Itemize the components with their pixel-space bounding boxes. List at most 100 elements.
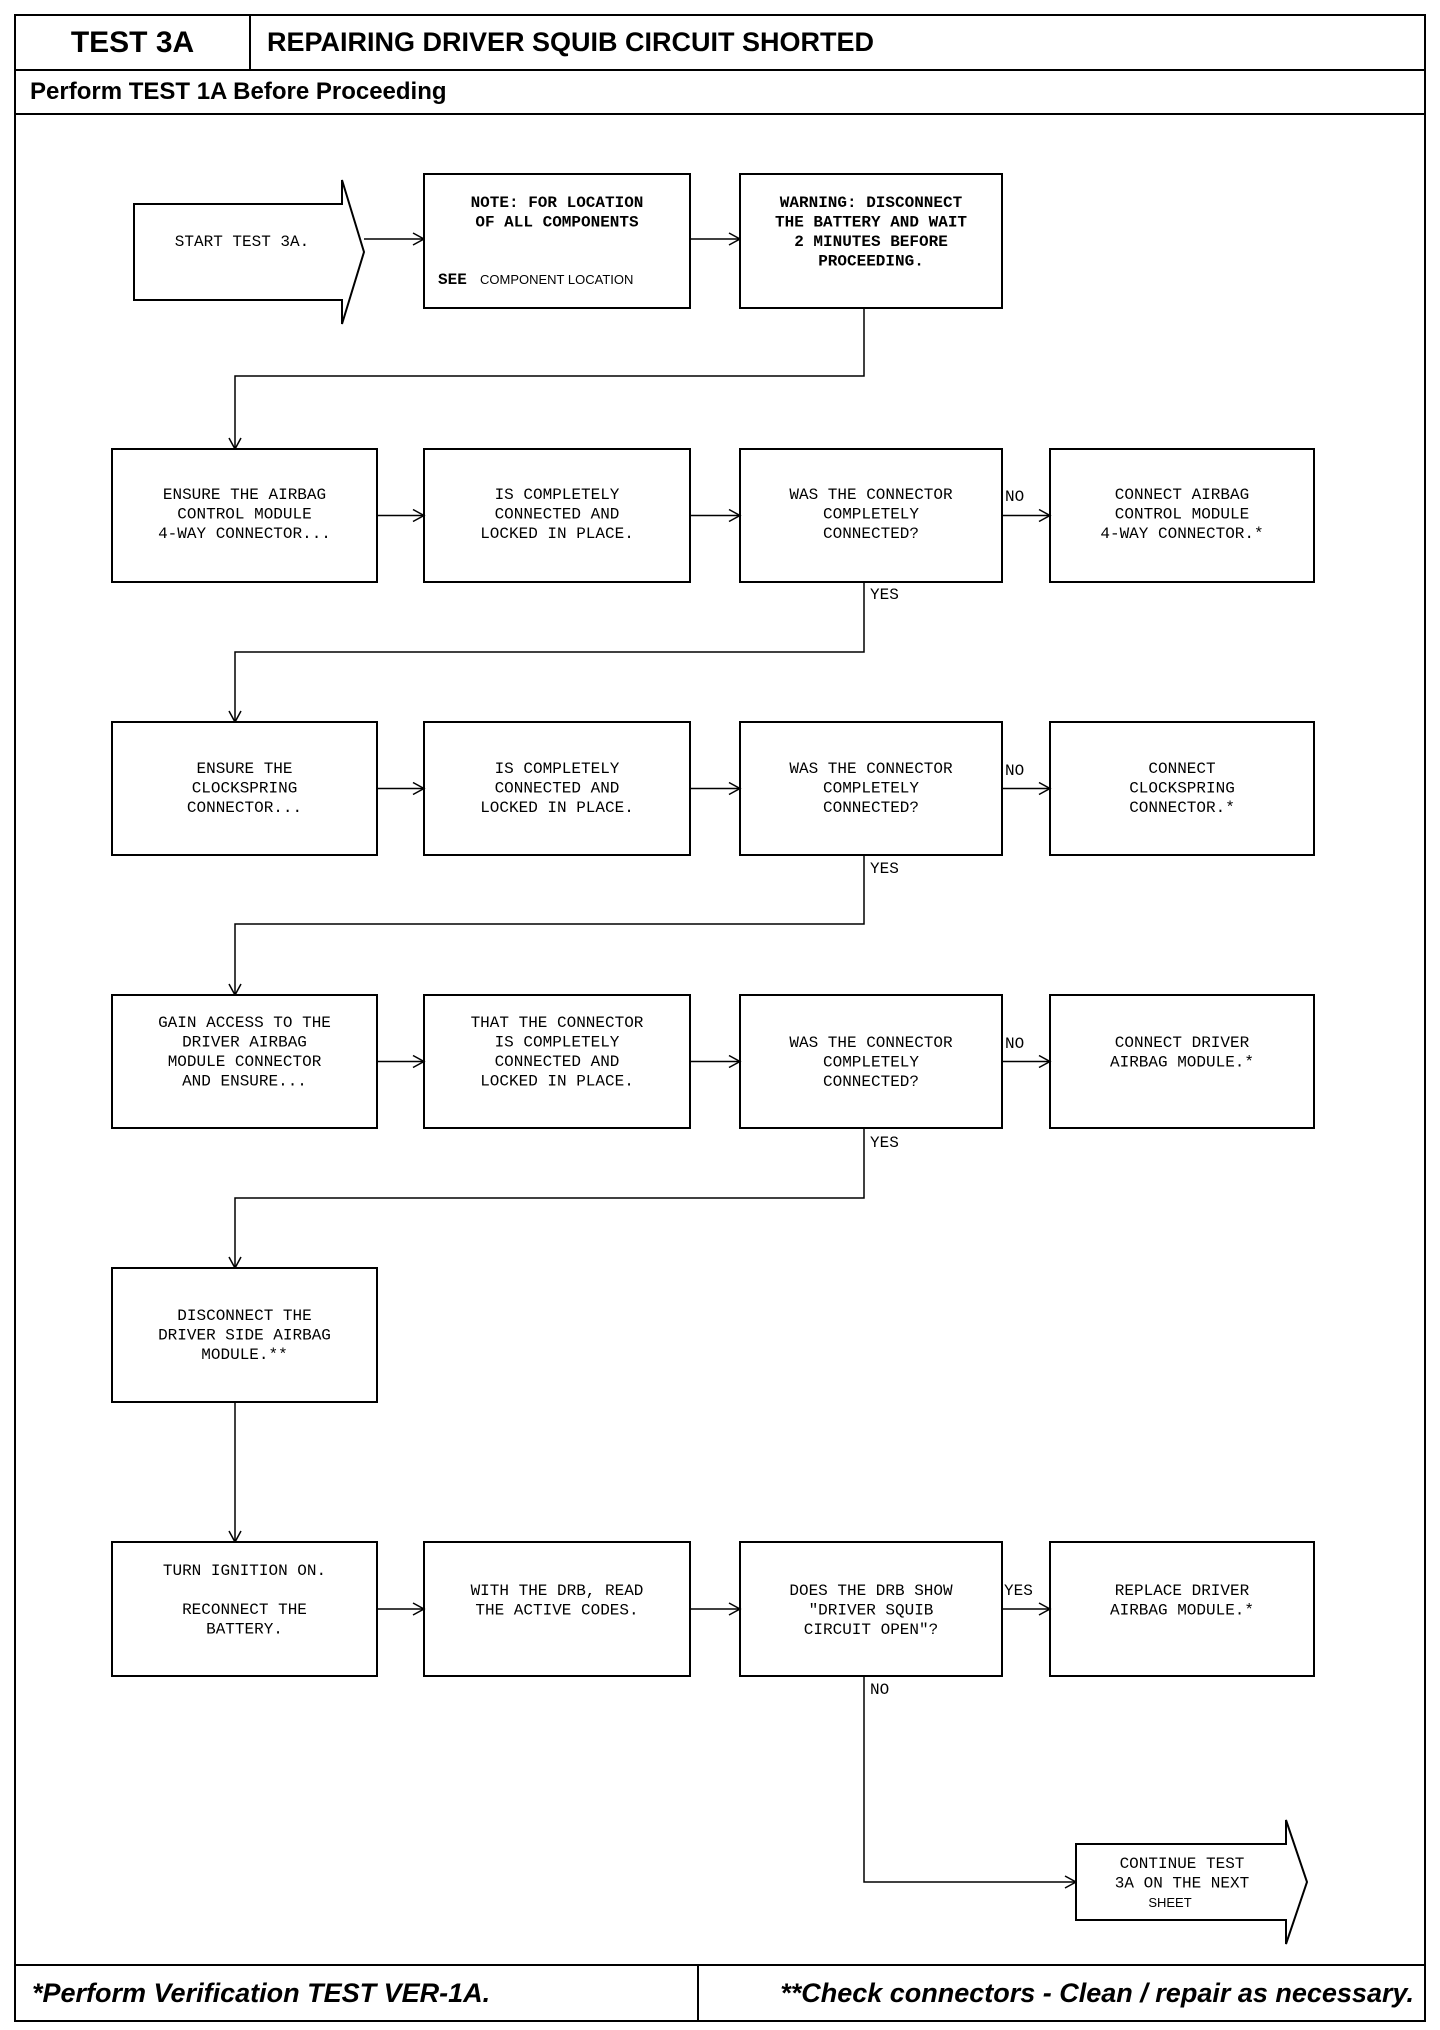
box-text-line: WAS THE CONNECTOR bbox=[789, 486, 953, 504]
box-text-line: 2 MINUTES BEFORE bbox=[794, 233, 948, 251]
box-text-line: THE BATTERY AND WAIT bbox=[775, 214, 967, 232]
box-text-line: MODULE.** bbox=[201, 1346, 287, 1364]
connector bbox=[234, 308, 865, 449]
box-text-line: PROCEEDING. bbox=[818, 253, 924, 271]
box-text-line: BATTERY. bbox=[206, 1621, 283, 1639]
flowchart: START TEST 3A. NOTE: FOR LOCATION OF ALL C… bbox=[111, 173, 1315, 1945]
continue-test-arrow bbox=[1075, 1819, 1309, 1945]
disconnect-airbag-box: DISCONNECT THE DRIVER SIDE AIRBAGMODULE.*… bbox=[111, 1267, 378, 1403]
box-text-line: DISCONNECT THE bbox=[177, 1307, 311, 1325]
box-text-line: DRIVER AIRBAG bbox=[182, 1034, 307, 1052]
box-text-line: START TEST 3A. bbox=[175, 233, 309, 251]
box-text-line: THAT THE CONNECTOR bbox=[471, 1014, 644, 1032]
arrowhead bbox=[412, 508, 426, 523]
arrowhead bbox=[728, 1054, 742, 1069]
box-text-line: IS COMPLETELY bbox=[495, 760, 620, 778]
no-label: NO bbox=[1005, 1035, 1024, 1053]
box-text-line: CONNECT DRIVER bbox=[1115, 1034, 1250, 1052]
box-text-line: AIRBAG MODULE.* bbox=[1110, 1054, 1254, 1072]
box-text-line: "DRIVER SQUIB bbox=[809, 1602, 934, 1620]
box-text-line: NOTE: FOR LOCATION bbox=[471, 194, 644, 212]
box-text-line: ENSURE THE AIRBAG bbox=[163, 486, 326, 504]
yes-label: YES bbox=[870, 1134, 899, 1152]
connector-locked-box: THAT THE CONNECTOR IS COMPLETELYCONNECTED… bbox=[423, 994, 691, 1129]
box-text-line: WITH THE DRB, READ bbox=[471, 1582, 644, 1600]
box-text-line: LOCKED IN PLACE. bbox=[480, 1073, 634, 1091]
yes-label: YES bbox=[870, 586, 899, 604]
start-test-arrow bbox=[133, 179, 366, 325]
box-text-line: CONNECTED AND bbox=[495, 1053, 620, 1071]
ignition-battery-box: TURN IGNITION ON. RECONNECT THE BATTERY. bbox=[111, 1541, 378, 1677]
page-title: REPAIRING DRIVER SQUIB CIRCUIT SHORTED bbox=[251, 16, 1424, 71]
footer-connector-note: **Check connectors - Clean / repair as n… bbox=[780, 1977, 1414, 2008]
box-text-line: WAS THE CONNECTOR bbox=[789, 1034, 953, 1052]
box-text-line: AIRBAG MODULE.* bbox=[1110, 1602, 1254, 1620]
connector bbox=[863, 1676, 1076, 1883]
yes-label: YES bbox=[870, 860, 899, 878]
box-text-line: LOCKED IN PLACE. bbox=[480, 799, 634, 817]
box-text-line: CONNECTED AND bbox=[495, 506, 620, 524]
no-label: NO bbox=[1005, 488, 1024, 506]
no-label: NO bbox=[870, 1681, 889, 1699]
box-text-line: REPLACE DRIVER bbox=[1115, 1582, 1250, 1600]
box-text-line: CONTROL MODULE bbox=[1115, 506, 1249, 524]
box-text-line: CONNECTOR.* bbox=[1129, 799, 1235, 817]
footer: *Perform Verification TEST VER-1A. **Che… bbox=[16, 1964, 1424, 2020]
box-text-line: COMPLETELY bbox=[823, 506, 919, 524]
footer-verification-note: *Perform Verification TEST VER-1A. bbox=[16, 1966, 699, 2020]
arrowhead bbox=[728, 781, 742, 796]
box-text-line: CONNECTED? bbox=[823, 1073, 919, 1091]
box-text-line: GAIN ACCESS TO THE bbox=[158, 1014, 331, 1032]
arrowhead bbox=[412, 781, 426, 796]
arrowhead bbox=[728, 508, 742, 523]
box-text-line: MODULE CONNECTOR bbox=[168, 1053, 322, 1071]
arrowhead bbox=[1038, 1602, 1052, 1616]
prerequisite-note: Perform TEST 1A Before Proceeding bbox=[16, 71, 1424, 115]
box-text-line: TURN IGNITION ON. bbox=[163, 1562, 326, 1580]
box-text-line: CONNECT AIRBAG bbox=[1115, 486, 1249, 504]
box-text-line: CIRCUIT OPEN"? bbox=[804, 1621, 938, 1639]
note-see-target: COMPONENT LOCATION bbox=[480, 272, 633, 287]
box-text-line: DOES THE DRB SHOW bbox=[789, 1582, 953, 1600]
box-text-line: THE ACTIVE CODES. bbox=[475, 1602, 638, 1620]
box-text-line: CONNECTED AND bbox=[495, 780, 620, 798]
box-text-line: 4-WAY CONNECTOR.* bbox=[1100, 525, 1263, 543]
note-see: SEE bbox=[438, 271, 467, 289]
connector bbox=[234, 1128, 865, 1268]
arrowhead bbox=[1038, 781, 1052, 796]
connect-driver-airbag-box: CONNECT DRIVER AIRBAG MODULE.* bbox=[1049, 994, 1315, 1129]
box-text-line: CONNECTOR... bbox=[187, 799, 302, 817]
box-text-line: 3A ON THE NEXT bbox=[1115, 1875, 1249, 1893]
box-text-line: WAS THE CONNECTOR bbox=[789, 760, 953, 778]
box-text-line: IS COMPLETELY bbox=[495, 1034, 620, 1052]
box-text-line: DRIVER SIDE AIRBAG bbox=[158, 1327, 331, 1345]
yes-label: YES bbox=[1004, 1582, 1033, 1600]
box-text-line: COMPLETELY bbox=[823, 780, 919, 798]
box-text-line: CLOCKSPRING bbox=[1129, 780, 1235, 798]
box-text-line: IS COMPLETELY bbox=[495, 486, 620, 504]
box-text-line: LOCKED IN PLACE. bbox=[480, 525, 634, 543]
read-codes-box: WITH THE DRB, READ THE ACTIVE CODES. bbox=[423, 1541, 691, 1677]
box-text-line: CONNECT bbox=[1148, 760, 1215, 778]
box-text-line: OF ALL COMPONENTS bbox=[475, 214, 639, 232]
arrowhead bbox=[412, 1602, 426, 1616]
arrowhead bbox=[728, 1602, 742, 1616]
box-text-line: CONNECTED? bbox=[823, 799, 919, 817]
test-number: TEST 3A bbox=[16, 16, 251, 71]
connector bbox=[234, 855, 865, 995]
replace-airbag-box: REPLACE DRIVER AIRBAG MODULE.* bbox=[1049, 1541, 1315, 1677]
box-text-line: CONTROL MODULE bbox=[177, 506, 311, 524]
box-text-line: CONTINUE TEST bbox=[1120, 1855, 1245, 1873]
box-text-line: RECONNECT THE bbox=[182, 1601, 307, 1619]
connector bbox=[234, 582, 865, 722]
box-text-line: COMPLETELY bbox=[823, 1054, 919, 1072]
